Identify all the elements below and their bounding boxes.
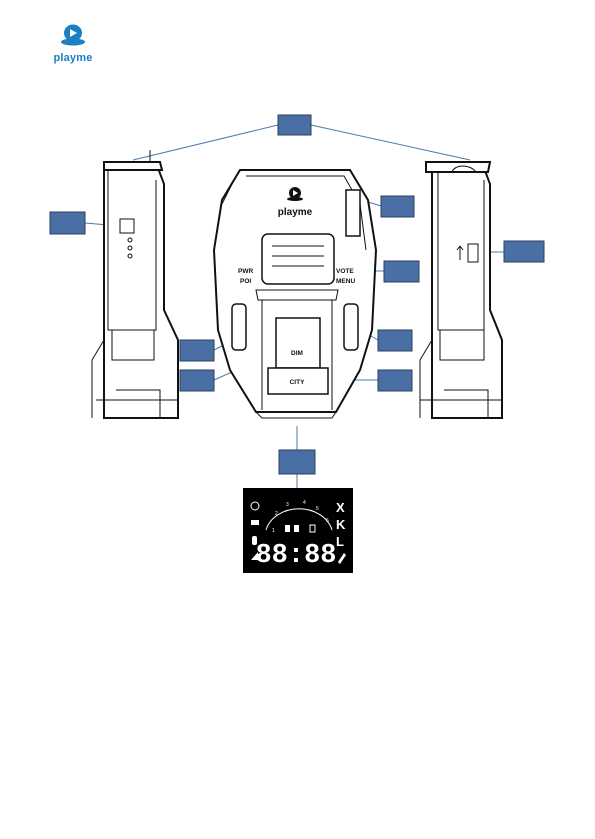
band-l: L bbox=[336, 534, 344, 549]
callout-city-button bbox=[377, 369, 413, 392]
radar-icon bbox=[294, 525, 299, 532]
callouts bbox=[49, 114, 545, 475]
device-logo bbox=[287, 187, 303, 201]
scale-tick-1: 1 bbox=[272, 528, 275, 534]
port-symbols bbox=[127, 237, 133, 259]
signal-icon bbox=[251, 552, 258, 560]
traffic-light-icon bbox=[252, 536, 257, 545]
gps-icon bbox=[250, 501, 260, 511]
pwr-label: PWR bbox=[238, 268, 253, 275]
display-digits: 88:88 bbox=[255, 541, 336, 571]
callout-usb bbox=[503, 240, 545, 263]
callout-pwr-button bbox=[179, 339, 215, 362]
device-brand-label: playme bbox=[278, 207, 313, 218]
scale-tick-3: 3 bbox=[286, 502, 289, 508]
vote-menu-button bbox=[343, 303, 359, 351]
pwr-poi-button bbox=[231, 303, 247, 351]
callout-speaker bbox=[383, 260, 420, 283]
speaker-grille bbox=[261, 233, 335, 285]
brand-name: playme bbox=[53, 52, 93, 64]
callout-menu-button bbox=[377, 329, 413, 352]
callout-top bbox=[277, 114, 312, 136]
usb-icon bbox=[456, 245, 464, 260]
callout-dim-button bbox=[179, 369, 215, 392]
menu-label: MENU bbox=[336, 278, 355, 285]
band-x: X bbox=[336, 500, 345, 515]
scale-tick-4: 4 bbox=[303, 500, 306, 506]
vote-side-button bbox=[345, 189, 361, 237]
power-port bbox=[119, 218, 135, 234]
trash-icon bbox=[309, 524, 316, 533]
city-label: CITY bbox=[290, 379, 305, 386]
dim-label: DIM bbox=[291, 350, 303, 357]
signal-arc bbox=[265, 508, 333, 531]
camera-icon bbox=[251, 520, 259, 525]
callout-side-button bbox=[380, 195, 415, 218]
band-k: K bbox=[336, 517, 346, 532]
scale-tick-2: 2 bbox=[275, 511, 278, 517]
dim-button bbox=[275, 317, 321, 369]
playme-logo-icon bbox=[61, 24, 85, 46]
speed-camera-icon bbox=[285, 525, 290, 532]
callout-power-port bbox=[49, 211, 86, 235]
front-view: playme PWR POI VOTE MENU DIM CITY bbox=[212, 169, 378, 419]
poi-label: POI bbox=[240, 278, 251, 285]
city-button bbox=[267, 367, 329, 395]
lcd-display: 1 2 3 4 5 6 88:88 X K L bbox=[243, 488, 353, 573]
brand-logo: playme bbox=[50, 24, 96, 64]
left-side-view bbox=[91, 150, 179, 419]
right-side-view bbox=[419, 161, 503, 419]
usb-port bbox=[467, 243, 479, 263]
callout-display bbox=[278, 449, 316, 475]
scale-tick-5: 5 bbox=[316, 506, 319, 512]
vote-label: VOTE bbox=[336, 268, 354, 275]
volume-icon bbox=[338, 553, 346, 564]
scale-tick-6: 6 bbox=[326, 518, 329, 524]
